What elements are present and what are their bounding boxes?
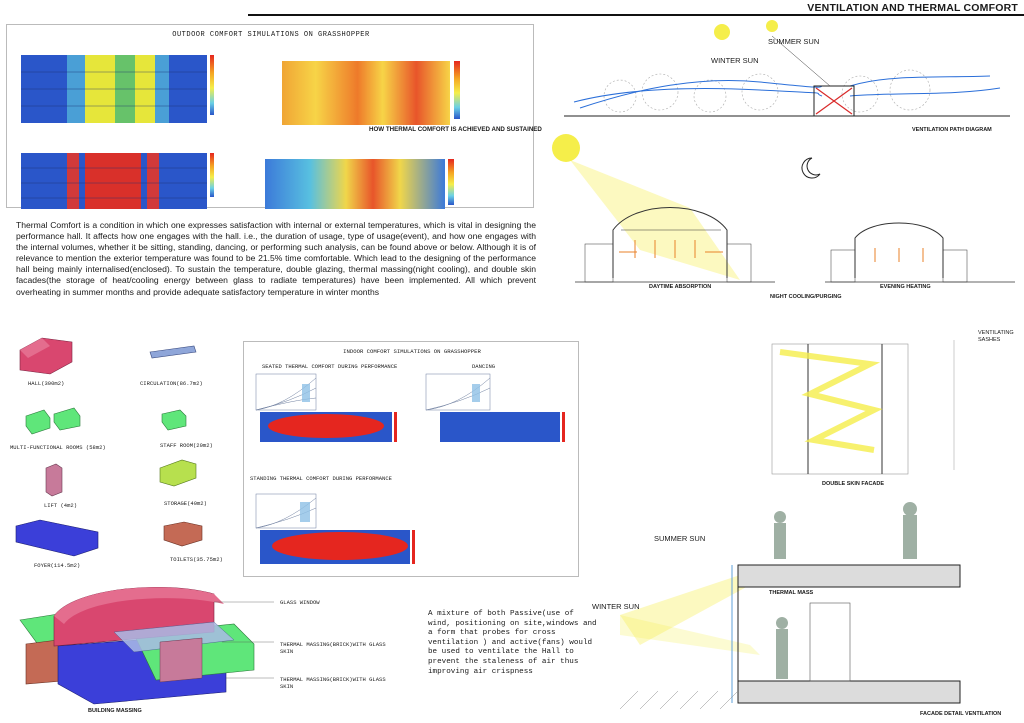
sun-icon	[552, 134, 580, 162]
brick-glass-label-2: THERMAL MASSING(BRICK)WITH GLASS SKIN	[280, 676, 386, 690]
indoor-panel-title: INDOOR COMFORT SIMULATIONS ON GRASSHOPPE…	[343, 348, 481, 355]
ventilation-mix-paragraph: A mixture of both Passive(use of wind, p…	[428, 610, 597, 676]
how-thermal-comfort-heading: HOW THERMAL COMFORT IS ACHIEVED AND SUST…	[369, 126, 542, 133]
winter-sun-top-label: WINTER SUN	[711, 56, 759, 65]
outdoor-simulations-panel: OUTDOOR COMFORT SIMULATIONS ON GRASSHOPP…	[6, 24, 534, 209]
facade-detail-section	[620, 502, 961, 710]
indoor-heatmaps	[255, 373, 565, 564]
outdoor-heatmaps	[21, 55, 460, 209]
indoor-simulations-panel: INDOOR COMFORT SIMULATIONS ON GRASSHOPPE…	[243, 341, 579, 577]
space-label-foyer: FOYER(114.5m2)	[34, 562, 81, 569]
space-label-storage: STORAGE(40m2)	[164, 500, 207, 507]
thermal-comfort-paragraph: Thermal Comfort is a condition in which …	[16, 220, 536, 297]
night-cooling-label: NIGHT COOLING/PURGING	[770, 294, 842, 300]
section-diagrams	[575, 207, 1015, 283]
winter-sun-low-label: WINTER SUN	[592, 602, 640, 611]
ventilation-path-diagram	[564, 20, 1010, 117]
facade-detail-label: FACADE DETAIL VENTILATION	[920, 711, 1002, 717]
building-massing-label: BUILDING MASSING	[88, 708, 142, 714]
ventilating-sashes-label: VENTILATING SASHES	[978, 330, 1014, 343]
summer-sun-top-label: SUMMER SUN	[768, 37, 820, 46]
seated-label: SEATED THERMAL COMFORT DURING PERFORMANC…	[262, 363, 398, 370]
space-label-hall: HALL(300m2)	[28, 380, 65, 387]
building-massing-model	[19, 587, 274, 705]
evening-heating-label: EVENING HEATING	[880, 284, 931, 290]
space-label-toilets: TOILETS(35.75m2)	[170, 556, 223, 563]
glass-window-label: GLASS WINDOW	[280, 599, 320, 606]
space-label-circulation: CIRCULATION(86.7m2)	[140, 380, 203, 387]
daytime-absorption-label: DAYTIME ABSORPTION	[649, 284, 712, 290]
standing-label: STANDING THERMAL COMFORT DURING PERFORMA…	[250, 475, 392, 482]
sun-and-moon	[552, 134, 821, 280]
title-rule	[248, 14, 1024, 16]
space-label-multi: MULTI-FUNCTIONAL ROOMS (58m2)	[10, 444, 106, 451]
ventilation-path-label: VENTILATION PATH DIAGRAM	[912, 127, 992, 133]
dancing-label: DANCING	[472, 363, 496, 370]
double-skin-facade	[771, 340, 955, 475]
thermal-mass-label: THERMAL MASS	[769, 590, 814, 596]
space-program-blocks	[15, 337, 203, 557]
page-title: VENTILATION AND THERMAL COMFORT	[807, 2, 1018, 14]
outdoor-panel-title: OUTDOOR COMFORT SIMULATIONS ON GRASSHOPP…	[172, 31, 370, 39]
double-skin-facade-label: DOUBLE SKIN FACADE	[822, 481, 885, 487]
space-label-lift: LIFT (4m2)	[44, 502, 78, 509]
summer-sun-mid-label: SUMMER SUN	[654, 534, 706, 543]
brick-glass-label-1: THERMAL MASSING(BRICK)WITH GLASS SKIN	[280, 641, 386, 655]
space-label-staff: STAFF ROOM(20m2)	[160, 442, 213, 449]
moon-icon	[801, 157, 821, 179]
